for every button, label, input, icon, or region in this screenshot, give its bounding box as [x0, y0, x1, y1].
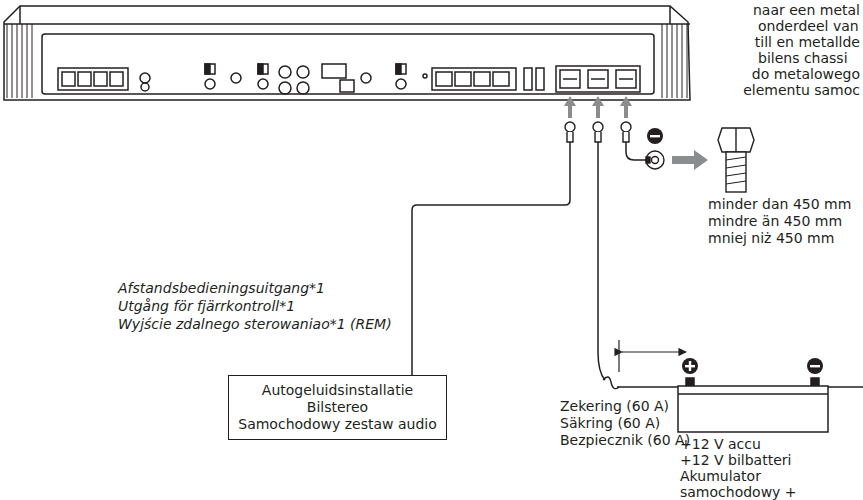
dimension-arrow — [619, 340, 686, 372]
label-text: onderdeel van — [758, 18, 859, 35]
mount-arrow — [672, 150, 708, 170]
label-text: do metalowego — [752, 66, 860, 83]
audio-unit-box: AutogeluidsinstallatieBilstereoSamochodo… — [228, 375, 447, 440]
bolt — [718, 128, 754, 192]
label-text: Afstandsbedieningsuitgang*1 — [118, 280, 325, 297]
amplifier — [4, 6, 690, 100]
ring-terminals — [565, 122, 631, 142]
label-text: Bezpiecznik (60 A) — [560, 432, 690, 449]
ground-lug — [646, 151, 664, 169]
label-text: naar een metal — [753, 2, 860, 19]
polarity-symbols — [647, 128, 823, 374]
label-text: +12 V accu — [680, 436, 761, 453]
label-text: +12 V bilbatteri — [680, 452, 791, 469]
label-text: samochodowy + — [680, 484, 797, 500]
label-text: Wyjście zdalnego sterowaniao*1 (REM) — [118, 316, 392, 333]
wires — [412, 142, 863, 387]
battery — [678, 378, 828, 432]
label-text: minder dan 450 mm — [708, 196, 851, 213]
label-text: elementu samoc — [743, 82, 860, 99]
label-text: Zekering (60 A) — [560, 398, 669, 415]
label-text: Utgång för fjärrkontroll*1 — [118, 298, 295, 315]
label-text: mindre än 450 mm — [708, 213, 842, 230]
label-text: mniej niż 450 mm — [708, 230, 834, 247]
box-text: Bilstereo — [237, 399, 438, 416]
label-text: bilens chassi — [758, 50, 848, 67]
label-text: Säkring (60 A) — [560, 415, 660, 432]
label-text: Akumulator — [680, 468, 761, 485]
box-text: Samochodowy zestaw audio — [237, 416, 438, 433]
box-text: Autogeluidsinstallatie — [237, 382, 438, 399]
insert-arrows — [564, 96, 632, 118]
label-text: till en metallde — [755, 34, 860, 51]
fuse — [603, 377, 619, 389]
